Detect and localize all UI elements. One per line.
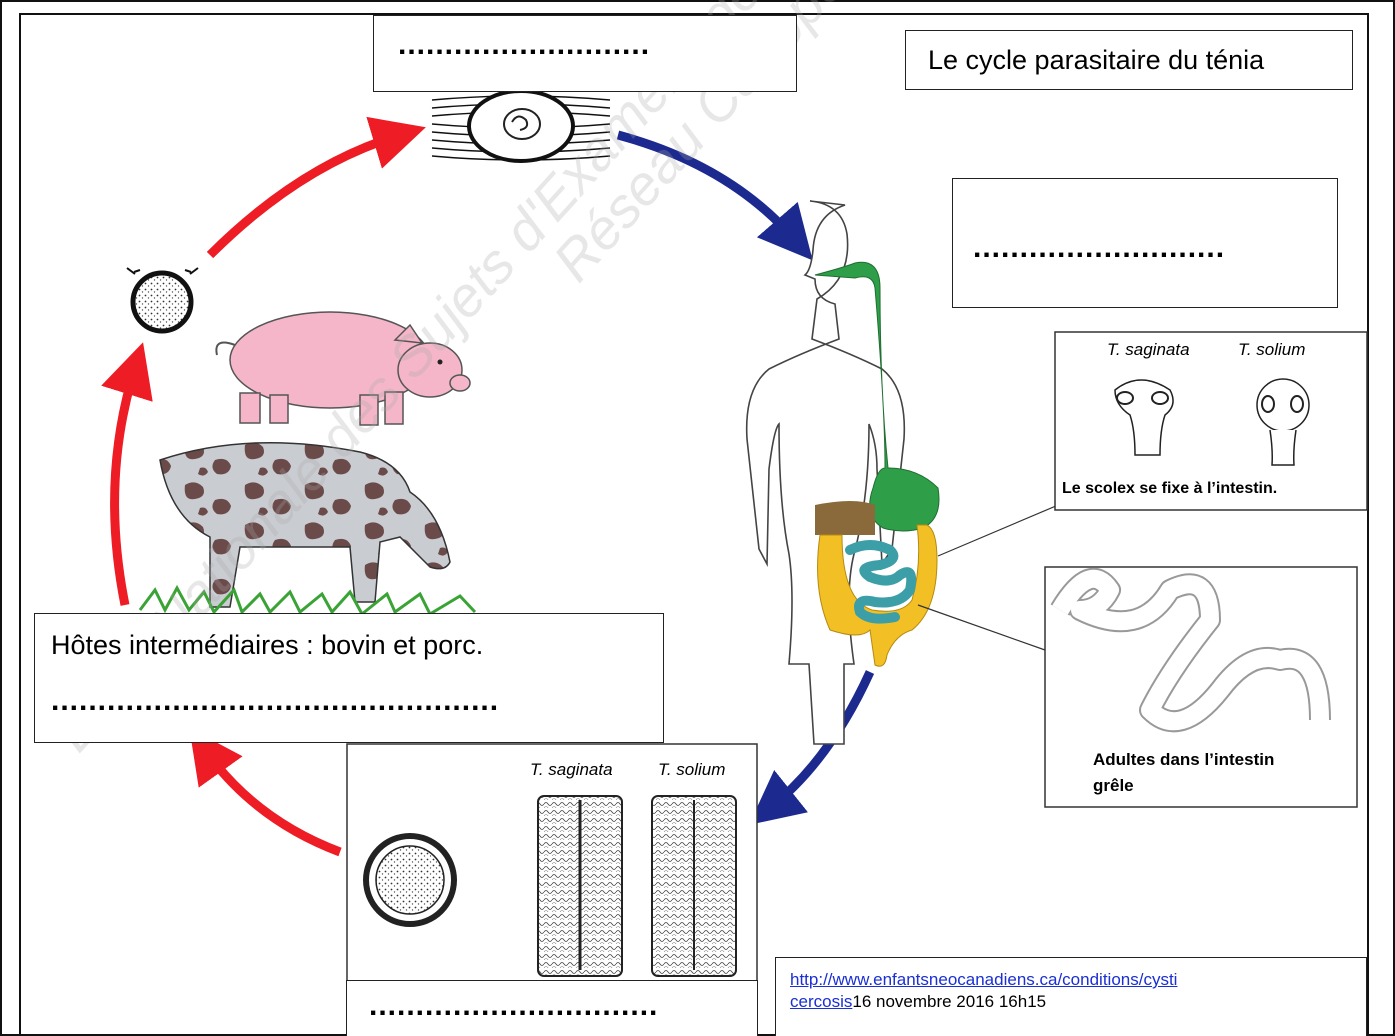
adults-caption-line1: Adultes dans l’intestin <box>1093 750 1274 770</box>
answer-blank-right: ........................... <box>973 231 1225 265</box>
source-link-part1[interactable]: http://www.enfantsneocanadiens.ca/condit… <box>790 970 1177 989</box>
answer-box-bottom[interactable]: ............................... <box>346 980 758 1036</box>
source-line1: http://www.enfantsneocanadiens.ca/condit… <box>790 970 1177 990</box>
onchosphere-icon <box>366 836 454 924</box>
tapeworm-icon <box>1045 567 1357 807</box>
answer-box-top[interactable]: ........................... <box>373 15 797 92</box>
eggs-label-solium: T. solium <box>658 760 725 780</box>
answer-blank-hosts: ........................................… <box>51 684 499 718</box>
diagram-title: Le cycle parasitaire du ténia <box>928 45 1264 76</box>
arrow-egg-to-cyst <box>210 135 400 255</box>
arrow-eggs-to-host <box>205 750 340 852</box>
scolex-label-solium: T. solium <box>1238 340 1305 360</box>
scolex-label-saginata: T. saginata <box>1107 340 1190 360</box>
hosts-label: Hôtes intermédiaires : bovin et porc. <box>51 630 483 661</box>
answer-blank-bottom: ............................... <box>369 989 658 1023</box>
hosts-box[interactable]: Hôtes intermédiaires : bovin et porc. ..… <box>34 613 664 743</box>
source-line2: cercosis16 novembre 2016 16h15 <box>790 992 1046 1012</box>
arrow-host-to-egg <box>115 368 135 605</box>
egg-icon <box>127 268 198 331</box>
adults-caption-line2: grêle <box>1093 776 1134 796</box>
eggs-label-saginata: T. saginata <box>530 760 613 780</box>
scolex-caption: Le scolex se fixe à l’intestin. <box>1062 480 1277 498</box>
answer-blank-top: ........................... <box>398 28 650 62</box>
answer-box-right[interactable]: ........................... <box>952 178 1338 308</box>
title-box: Le cycle parasitaire du ténia <box>905 30 1353 90</box>
source-box: http://www.enfantsneocanadiens.ca/condit… <box>775 957 1367 1036</box>
source-date: 16 novembre 2016 16h15 <box>852 992 1046 1011</box>
source-link-part2[interactable]: cercosis <box>790 992 852 1011</box>
